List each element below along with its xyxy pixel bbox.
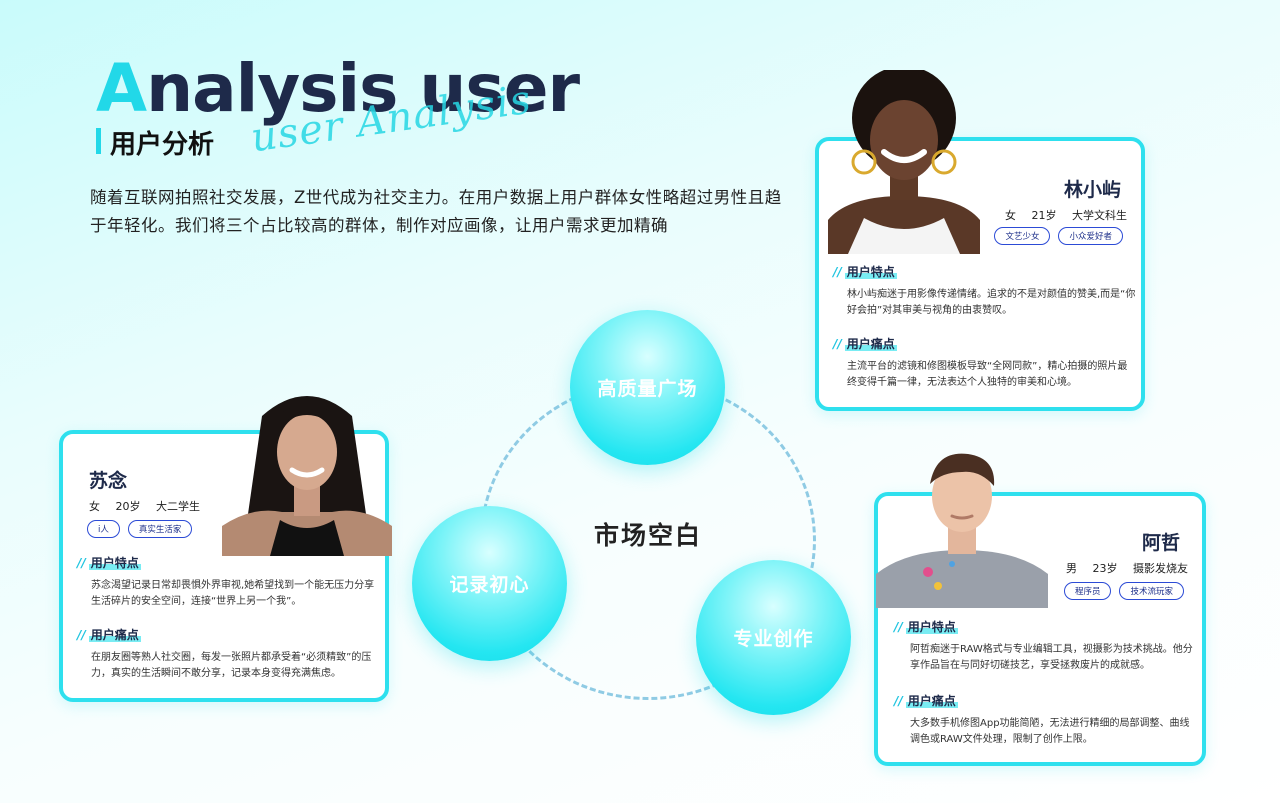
page-title: Analysis user <box>96 56 580 122</box>
pain-title: //用户痛点 <box>894 694 958 708</box>
trait-title: //用户特点 <box>894 620 958 634</box>
pain-text: 大多数手机修图App功能简陋，无法进行精细的局部调整、曲线调色或RAW文件处理，… <box>910 718 1190 745</box>
user-gender: 男 <box>1066 562 1077 575</box>
user-tag: 程序员 <box>1063 582 1112 600</box>
user-name: 阿哲 <box>1141 532 1180 554</box>
avatar-photo-su <box>222 386 392 556</box>
venn-top-label: 高质量广场 <box>597 378 698 400</box>
user-role: 摄影发烧友 <box>1133 562 1188 575</box>
user-tag: i人 <box>87 520 120 538</box>
venn-circle-right: 专业创作 <box>696 560 851 715</box>
user-meta: 男 23岁 摄影发烧友 <box>1066 560 1188 576</box>
user-card-su: 苏念 女 20岁 大二学生 i人 真实生活家 //用户特点 苏念渴望记录日常却畏… <box>59 430 389 702</box>
user-name: 林小屿 <box>1063 179 1121 201</box>
trait-text: 苏念渴望记录日常却畏惧外界审视,她希望找到一个能无压力分享生活碎片的安全空间，连… <box>91 580 375 607</box>
avatar-photo-a <box>876 444 1048 608</box>
trait-text: 阿哲痴迷于RAW格式与专业编辑工具，视摄影为技术挑战。他分享作品旨在与同好切磋技… <box>910 644 1193 671</box>
user-card-lin: 林小屿 女 21岁 大学文科生 文艺少女 小众爱好者 //用户特点 林小屿痴迷于… <box>815 137 1145 411</box>
user-card-a: 阿哲 男 23岁 摄影发烧友 程序员 技术流玩家 //用户特点 阿哲痴迷于RAW… <box>874 492 1206 766</box>
subtitle-accent-bar <box>96 128 101 154</box>
trait-title: //用户特点 <box>77 556 141 570</box>
user-tag: 技术流玩家 <box>1119 582 1184 600</box>
user-tag: 真实生活家 <box>127 520 193 538</box>
user-tags: 文艺少女 小众爱好者 <box>994 227 1123 245</box>
user-age: 23岁 <box>1092 562 1118 575</box>
user-age: 20岁 <box>115 500 141 513</box>
pain-title: //用户痛点 <box>833 337 897 351</box>
user-name: 苏念 <box>89 470 128 492</box>
pain-title: //用户痛点 <box>77 628 141 642</box>
trait-title: //用户特点 <box>833 265 897 279</box>
trait-text: 林小屿痴迷于用影像传递情绪。追求的不是对颜值的赞美,而是“你好会拍”对其审美与视… <box>847 289 1136 316</box>
user-tag: 小众爱好者 <box>1058 227 1123 245</box>
subtitle-cn: 用户分析 <box>110 130 215 160</box>
title-first-letter: A <box>96 50 147 127</box>
pain-text: 主流平台的滤镜和修图模板导致“全网同款”，精心拍摄的照片最终变得千篇一律，无法表… <box>847 361 1128 388</box>
venn-right-label: 专业创作 <box>733 628 814 650</box>
pain-text: 在朋友圈等熟人社交圈，每发一张照片都承受着“必须精致”的压力，真实的生活瞬间不敢… <box>91 652 372 679</box>
user-tags: 程序员 技术流玩家 <box>1063 582 1184 600</box>
intro-text: 随着互联网拍照社交发展，Z世代成为社交主力。在用户数据上用户群体女性略超过男性且… <box>90 188 782 235</box>
venn-circle-left: 记录初心 <box>412 506 567 661</box>
venn-circle-top: 高质量广场 <box>570 310 725 465</box>
user-meta: 女 21岁 大学文科生 <box>1005 207 1127 223</box>
user-age: 21岁 <box>1031 209 1057 222</box>
title-rest: nalysis user <box>146 50 580 127</box>
user-role: 大学文科生 <box>1072 209 1127 222</box>
avatar-photo-lin <box>828 70 980 254</box>
venn-left-label: 记录初心 <box>449 574 530 596</box>
user-gender: 女 <box>1005 209 1016 222</box>
user-tag: 文艺少女 <box>994 227 1051 245</box>
user-meta: 女 20岁 大二学生 <box>89 498 200 514</box>
subtitle-block: 用户分析 <box>96 124 516 160</box>
venn-center-label: 市场空白 <box>594 521 703 550</box>
user-tags: i人 真实生活家 <box>87 520 193 538</box>
user-role: 大二学生 <box>156 500 200 513</box>
user-gender: 女 <box>89 500 100 513</box>
